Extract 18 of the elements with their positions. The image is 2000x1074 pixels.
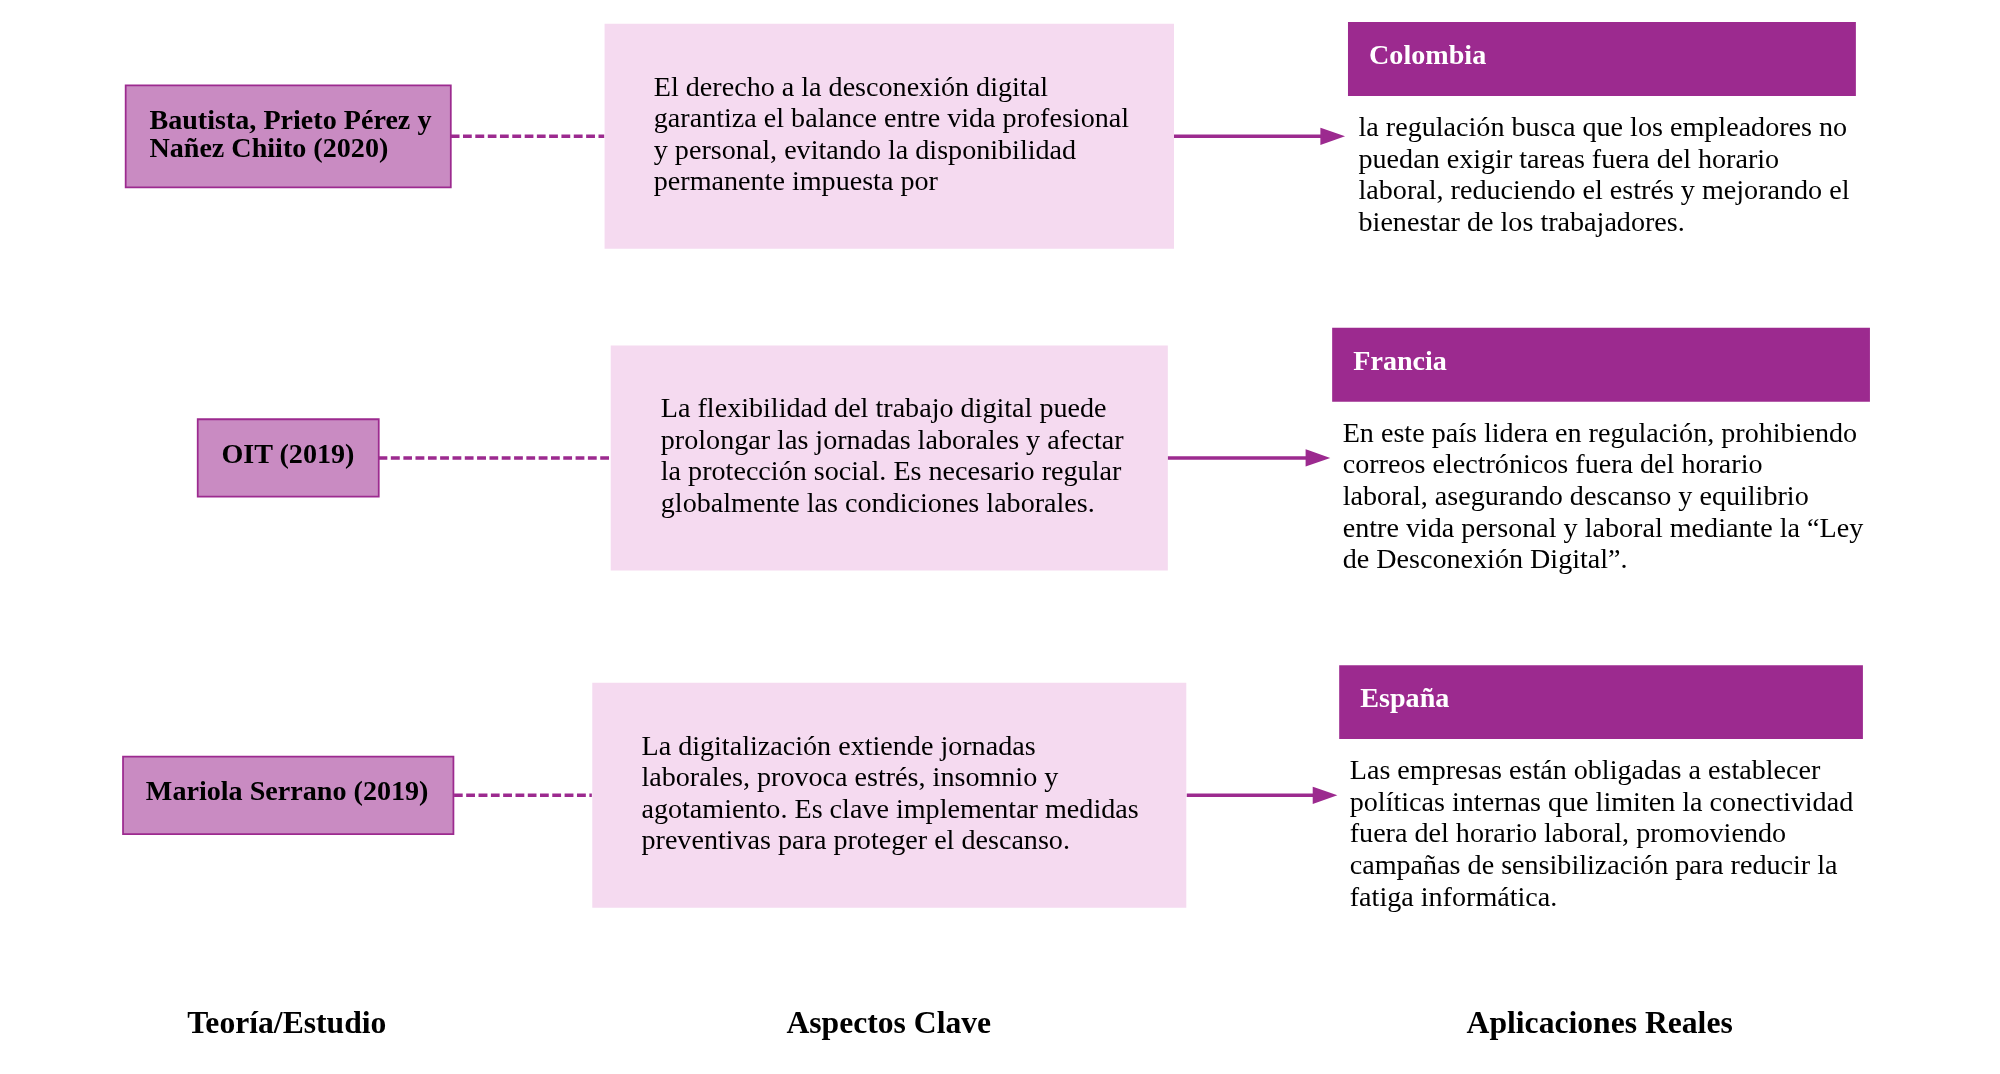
arrow xyxy=(1167,449,1331,467)
node-box: Francia xyxy=(1332,327,1870,402)
node-box: La flexibilidad del trabajo digital puede prolongar las jornadas laborales y afectar la protección social. Es necesario regular globalmente las condiciones laborales. xyxy=(610,345,1168,571)
node-box: El derecho a la desconexión digital garantiza el balance entre vida profesional y personal, evitando la disponibilidad permanente impuesta por xyxy=(604,23,1174,249)
arrow xyxy=(1186,786,1338,804)
label: Aplicaciones Reales xyxy=(1466,1005,1733,1041)
connector xyxy=(454,793,592,798)
node-label: Las empresas están obligadas a establecer políticas internas que limiten la conectividad fuera del horario laboral, promoviendo campañas de sensibilización para reducir la fatiga informática. xyxy=(1349,754,1854,912)
node-label: En este país lidera en regulación, prohibiendo correos electrónicos fuera del horario laboral, asegurando descanso y equilibrio entre vida personal y laboral mediante la “Ley de Desconexión Digital”. xyxy=(1342,416,1864,575)
connector xyxy=(450,134,605,139)
label: Teoría/Estudio xyxy=(187,1005,387,1041)
node-box: Colombia xyxy=(1348,22,1856,96)
node-box: España xyxy=(1339,665,1863,740)
arrow xyxy=(1174,127,1346,145)
connector xyxy=(378,456,611,460)
node-label: la regulación busca que los empleadores no puedan exigir tareas fuera del horario laboral, reduciendo el estrés y mejorando el bienestar de los trabajadores. xyxy=(1358,110,1850,237)
node-box: La digitalización extiende jornadas laborales, provoca estrés, insomnio y agotamiento. Es clave implementar medidas preventivas para proteger el descanso. xyxy=(592,682,1187,908)
label: Aspectos Clave xyxy=(786,1005,992,1041)
